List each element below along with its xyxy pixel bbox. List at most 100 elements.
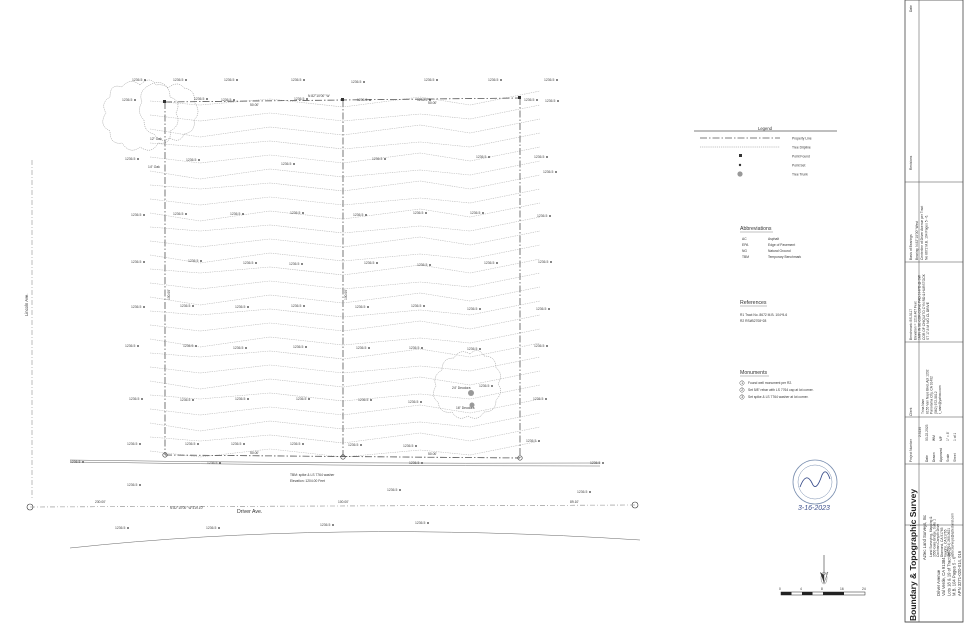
contour-line [149,202,541,222]
site-info-line: M.B. 104 Pages 5 - 6 [952,556,957,596]
abbr-code: AC [742,237,747,241]
abbr-code: EPA [742,243,749,247]
spot-elevation-label: 1236.5 [180,398,190,402]
spot-elevation-point [429,264,431,266]
field-label: Date [925,455,929,462]
site-info-line: APN 3271-020-014, 016 [957,550,962,596]
revisions-label: Revisions [909,155,913,170]
client-number: 2.3130 [918,427,922,437]
benchmark-line: ST 17.8 M N/O CL DRIVE [926,301,930,340]
spot-elevation-label: 1236.5 [417,263,427,267]
spot-elevation-label: 1236.5 [183,344,193,348]
monument-text: Set spike & LS 7764 washer at lot corner… [748,395,809,399]
bearing-bottom: N 82°10'00" W 419.10' [170,506,203,510]
legend-panel: Legend Property Line Tree Dripline Point… [694,126,837,177]
scale-tick-label: 8 [821,587,823,591]
spot-elevation-label: 1236.5 [408,400,418,404]
field-label: Approved [939,448,943,462]
spot-elevation-label: 1236.5 [411,304,421,308]
spot-elevation-label: 1236.5 [180,304,190,308]
client-line: 8155 Van Nuys Blvd, Apt 1202 [925,369,929,414]
contour-line [149,412,541,432]
client-line: t_nam@yahoo.com [938,385,942,414]
dim-mid-side: 100.00' [344,289,348,300]
contour-line [149,328,541,348]
spot-elevation-point [589,491,591,493]
spot-elevation-point [546,156,548,158]
spot-elevation-label: 1236.5 [403,444,413,448]
spot-elevation-point [134,99,136,101]
spot-elevation-point [555,171,557,173]
dim-street-right: 89.10' [570,500,579,504]
contour-line [149,258,541,276]
contour-line [149,440,541,458]
spot-elevation-point [367,306,369,308]
spot-elevation-point [245,347,247,349]
spot-elevation-point [219,462,221,464]
spot-elevation-point [185,79,187,81]
street-label-lincoln: Lincoln Ave. [24,293,29,316]
spot-elevation-label: 1236.5 [233,346,243,350]
spot-elevation-point [496,262,498,264]
spot-elevation-label: 1236.5 [534,155,544,159]
spot-elevation-point [143,214,145,216]
basis-line: Centerline of Driver Avenue per Tract [920,206,924,260]
tree-canopy-right [433,350,501,419]
scale-tick-label: 16 [840,587,844,591]
spot-elevation-label: 1236.5 [320,523,330,527]
spot-elevation-label: 1236.5 [221,98,231,102]
spot-elevation-point [301,263,303,265]
contour-line [149,160,541,180]
spot-elevation-label: 1236.5 [125,344,135,348]
contour-line [149,216,541,234]
spot-elevation-point [415,445,417,447]
spot-elevation-point [302,443,304,445]
spot-elevation-point [139,484,141,486]
spot-elevation-point [197,443,199,445]
spot-elevation-label: 1236.5 [290,211,300,215]
spot-elevation-label: 1236.5 [470,211,480,215]
spot-elevation-point [376,262,378,264]
legend-item-0: Property Line [792,137,812,141]
spot-elevation-point [332,524,334,526]
spot-elevation-label: 1236.5 [173,212,183,216]
plan-drawing: 1236.5 1236.5 1236.5 1236.5 1236.5 1236.5 1236… [24,78,641,549]
tree-trunk-icon [468,390,474,396]
field-value: 03.22.2023 [925,424,929,441]
spot-elevation-point [303,305,305,307]
spot-elevation-point [200,260,202,262]
spot-elevation-point [206,98,208,100]
spot-elevation-point [425,212,427,214]
abbr-meaning: Asphalt [768,237,779,241]
monument-number: 2 [741,388,743,392]
abbreviations-panel: Abbreviations AC Asphalt EPA Edge of Pav… [740,226,802,259]
spot-elevation-point [548,308,550,310]
spot-elevation-point [365,214,367,216]
spot-elevation-point [144,79,146,81]
spot-elevation-point [198,159,200,161]
spot-elevation-label: 1236.5 [290,442,300,446]
field-label: Scale [946,454,950,462]
contour-line [149,370,541,390]
tree-label-4: 14" Oak [148,165,160,169]
spot-elevation-point [242,213,244,215]
reference-item: R2 RS#B2708^28 [740,319,766,323]
company-info-line: Diamond, CA 91765 [940,527,944,557]
spot-elevations: 1236.5 1236.5 1236.5 1236.5 1236.5 1236.5 1236… [70,78,604,530]
spot-elevation-point [488,156,490,158]
company-info-line: Vaughn, CA 91765 [943,529,947,557]
contour-line [149,342,541,360]
company-info-line: Land Surveying, Mapping & [929,516,933,557]
spot-elevation-point [549,215,551,217]
spot-elevation-label: 1236.5 [358,398,368,402]
spot-elevation-point [602,462,604,464]
contour-line [149,426,541,444]
spot-elevation-label: 1236.5 [235,397,245,401]
scale-tick-label: 24 [862,587,866,591]
spot-elevation-label: 1236.5 [207,461,217,465]
bearing-top: N 82°10'00" W [308,94,330,98]
spot-elevation-point [308,398,310,400]
spot-elevation-label: 1236.5 [230,212,240,216]
spot-elevation-label: 1236.5 [131,305,141,309]
tree-trunk-icon [469,402,475,408]
